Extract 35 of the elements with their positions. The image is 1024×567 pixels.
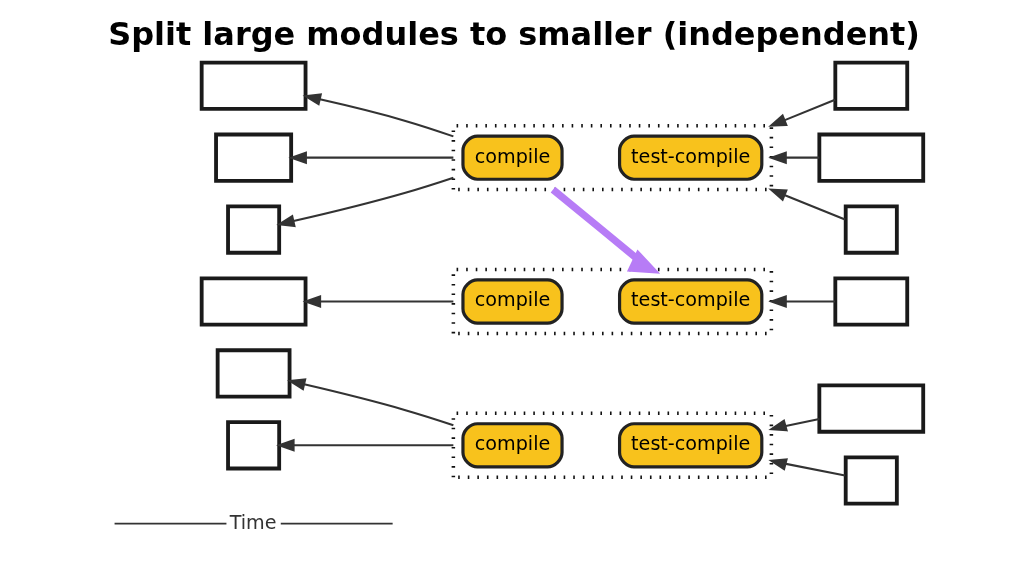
arrow <box>287 151 453 165</box>
arrow <box>275 176 454 228</box>
node-box <box>832 276 909 327</box>
cluster <box>451 411 773 480</box>
node-box: test-compile <box>617 134 763 181</box>
node-box <box>199 60 307 111</box>
diagram-title: Split large modules to smaller (independent) <box>107 14 920 53</box>
arrow <box>302 294 453 308</box>
node-box: test-compile <box>617 422 763 469</box>
node-box <box>225 420 281 471</box>
arrow <box>767 151 819 165</box>
arrow <box>767 417 820 432</box>
arrow <box>767 294 835 308</box>
node-box <box>843 455 899 506</box>
node-box <box>843 204 899 255</box>
node-box <box>225 204 281 255</box>
arrow <box>286 378 454 427</box>
label: Time <box>229 510 277 534</box>
node-box: test-compile <box>617 278 763 325</box>
arrow <box>767 98 835 127</box>
node-box <box>215 348 291 399</box>
node-box <box>832 60 909 111</box>
node-box <box>199 276 307 327</box>
node-box: compile <box>460 134 564 181</box>
node-box <box>816 132 925 183</box>
node-box: compile <box>460 422 564 469</box>
cluster <box>451 267 773 336</box>
arrow <box>302 93 454 138</box>
arrow <box>767 458 845 477</box>
node-box <box>213 132 293 183</box>
arrow <box>767 188 845 221</box>
node-box <box>816 383 925 434</box>
arrow <box>550 186 660 274</box>
arrow <box>275 438 453 452</box>
node-box: compile <box>460 278 564 325</box>
